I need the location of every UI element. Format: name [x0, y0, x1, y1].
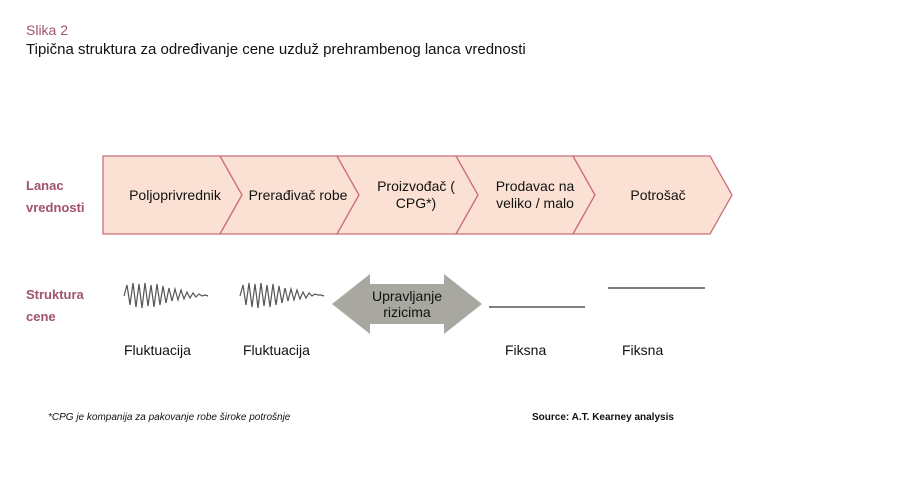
- price-label-consumer: Fiksna: [622, 342, 664, 358]
- stage-label-manufacturer: Proizvođač ( CPG*): [377, 178, 455, 211]
- price-label-processor: Fluktuacija: [243, 342, 310, 358]
- stage-label-retailer: Prodavac na veliko / malo: [495, 178, 575, 211]
- stage-label-consumer: Potrošač: [630, 186, 686, 203]
- price-label-retailer: Fiksna: [505, 342, 547, 358]
- source-note: Source: A.T. Kearney analysis: [532, 412, 674, 423]
- stage-label-farmer: Poljoprivrednik: [129, 186, 221, 203]
- footnote: *CPG je kompanija za pakovanje robe širo…: [48, 412, 291, 423]
- price-label-farmer: Fluktuacija: [124, 342, 191, 358]
- chevron-row: [102, 155, 733, 235]
- stage-label-processor: Prerađivač robe: [248, 186, 348, 203]
- figure-label: Slika 2: [26, 22, 69, 38]
- risk-double-arrow: [332, 274, 482, 334]
- price-structure-label: Struktura cene: [26, 287, 84, 324]
- wave-1: [123, 282, 209, 309]
- stage-shape-5: [571, 155, 733, 235]
- wave-2: [239, 282, 325, 309]
- risk-management-label: Upravljanje rizicima: [371, 288, 443, 320]
- figure-title: Tipična struktura za određivanje cene uz…: [26, 41, 526, 58]
- value-chain-label: Lanac vrednosti: [26, 178, 85, 215]
